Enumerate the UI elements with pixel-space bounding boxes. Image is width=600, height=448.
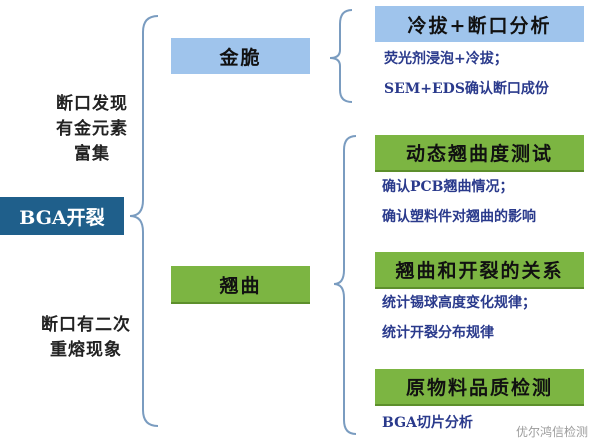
detail-line: 统计开裂分布规律	[382, 325, 494, 341]
note-line: 断口发现	[56, 94, 128, 114]
note-line: 富集	[74, 144, 110, 164]
watermark: 优尔鸿信检测	[515, 425, 588, 439]
note-line: 有金元素	[56, 119, 128, 139]
method-title: 动态翘曲度测试	[405, 143, 553, 165]
method-cold-pull-details: 荧光剂浸泡+冷拔； SEM+EDS确认断口成份	[384, 44, 549, 104]
detail-line: 荧光剂浸泡+冷拔；	[384, 51, 508, 67]
method-title: 原物料品质检测	[405, 377, 553, 399]
detail-line: BGA切片分析	[382, 415, 473, 431]
warp-bracket	[333, 135, 357, 435]
method-warp-crack-relation: 翘曲和开裂的关系	[375, 252, 584, 289]
cause-label: 翘曲	[219, 274, 262, 297]
gold-bracket	[329, 9, 353, 103]
method-raw-material-quality: 原物料品质检测	[375, 369, 584, 406]
method-title: 翘曲和开裂的关系	[395, 260, 564, 282]
detail-line: 确认塑料件对翘曲的影响	[382, 209, 536, 225]
note-remelt: 断口有二次 重熔现象	[34, 313, 138, 363]
note-gold: 断口发现 有金元素 富集	[46, 92, 138, 167]
cause-label: 金脆	[219, 46, 262, 69]
root-node: BGA开裂	[0, 197, 124, 235]
note-line: 断口有二次	[41, 315, 131, 335]
method-title: 冷拔+断口分析	[407, 14, 552, 37]
method-raw-material-quality-details: BGA切片分析	[382, 408, 473, 438]
cause-warpage: 翘曲	[171, 266, 310, 304]
detail-line: 确认PCB翘曲情况；	[382, 179, 514, 195]
main-bracket	[129, 15, 159, 427]
method-cold-pull: 冷拔+断口分析	[375, 6, 584, 42]
note-line: 重熔现象	[50, 340, 122, 360]
method-dynamic-warpage: 动态翘曲度测试	[375, 135, 584, 172]
root-label: BGA开裂	[19, 206, 105, 229]
method-dynamic-warpage-details: 确认PCB翘曲情况； 确认塑料件对翘曲的影响	[382, 172, 536, 232]
detail-line: SEM+EDS确认断口成份	[384, 81, 549, 97]
method-warp-crack-relation-details: 统计锡球高度变化规律； 统计开裂分布规律	[382, 288, 536, 348]
cause-gold-brittle: 金脆	[171, 38, 310, 74]
detail-line: 统计锡球高度变化规律；	[382, 295, 536, 311]
